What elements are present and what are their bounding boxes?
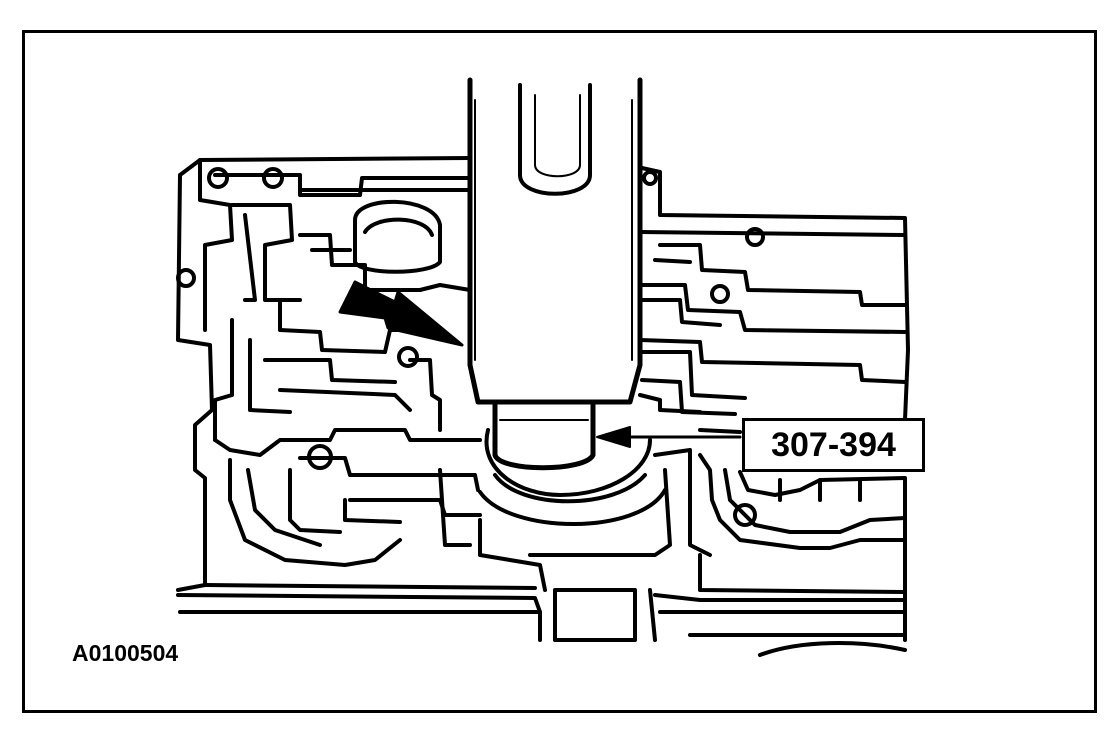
valve-body-outline [176,156,910,642]
valve-bore-boss [353,199,442,274]
bottom-fluid-channels [176,518,657,642]
left-fluid-channels [176,158,537,590]
removal-direction-arrow [338,280,464,347]
callout-leader [596,426,742,448]
tool-number-callout: 307-394 [742,418,925,472]
right-fluid-channels [638,170,907,657]
tool-tip-plug [492,402,596,471]
special-tool-body [467,77,643,405]
bore-ring [478,428,712,557]
figure-id-label: A0100504 [72,640,179,666]
figure-border [22,30,1097,713]
